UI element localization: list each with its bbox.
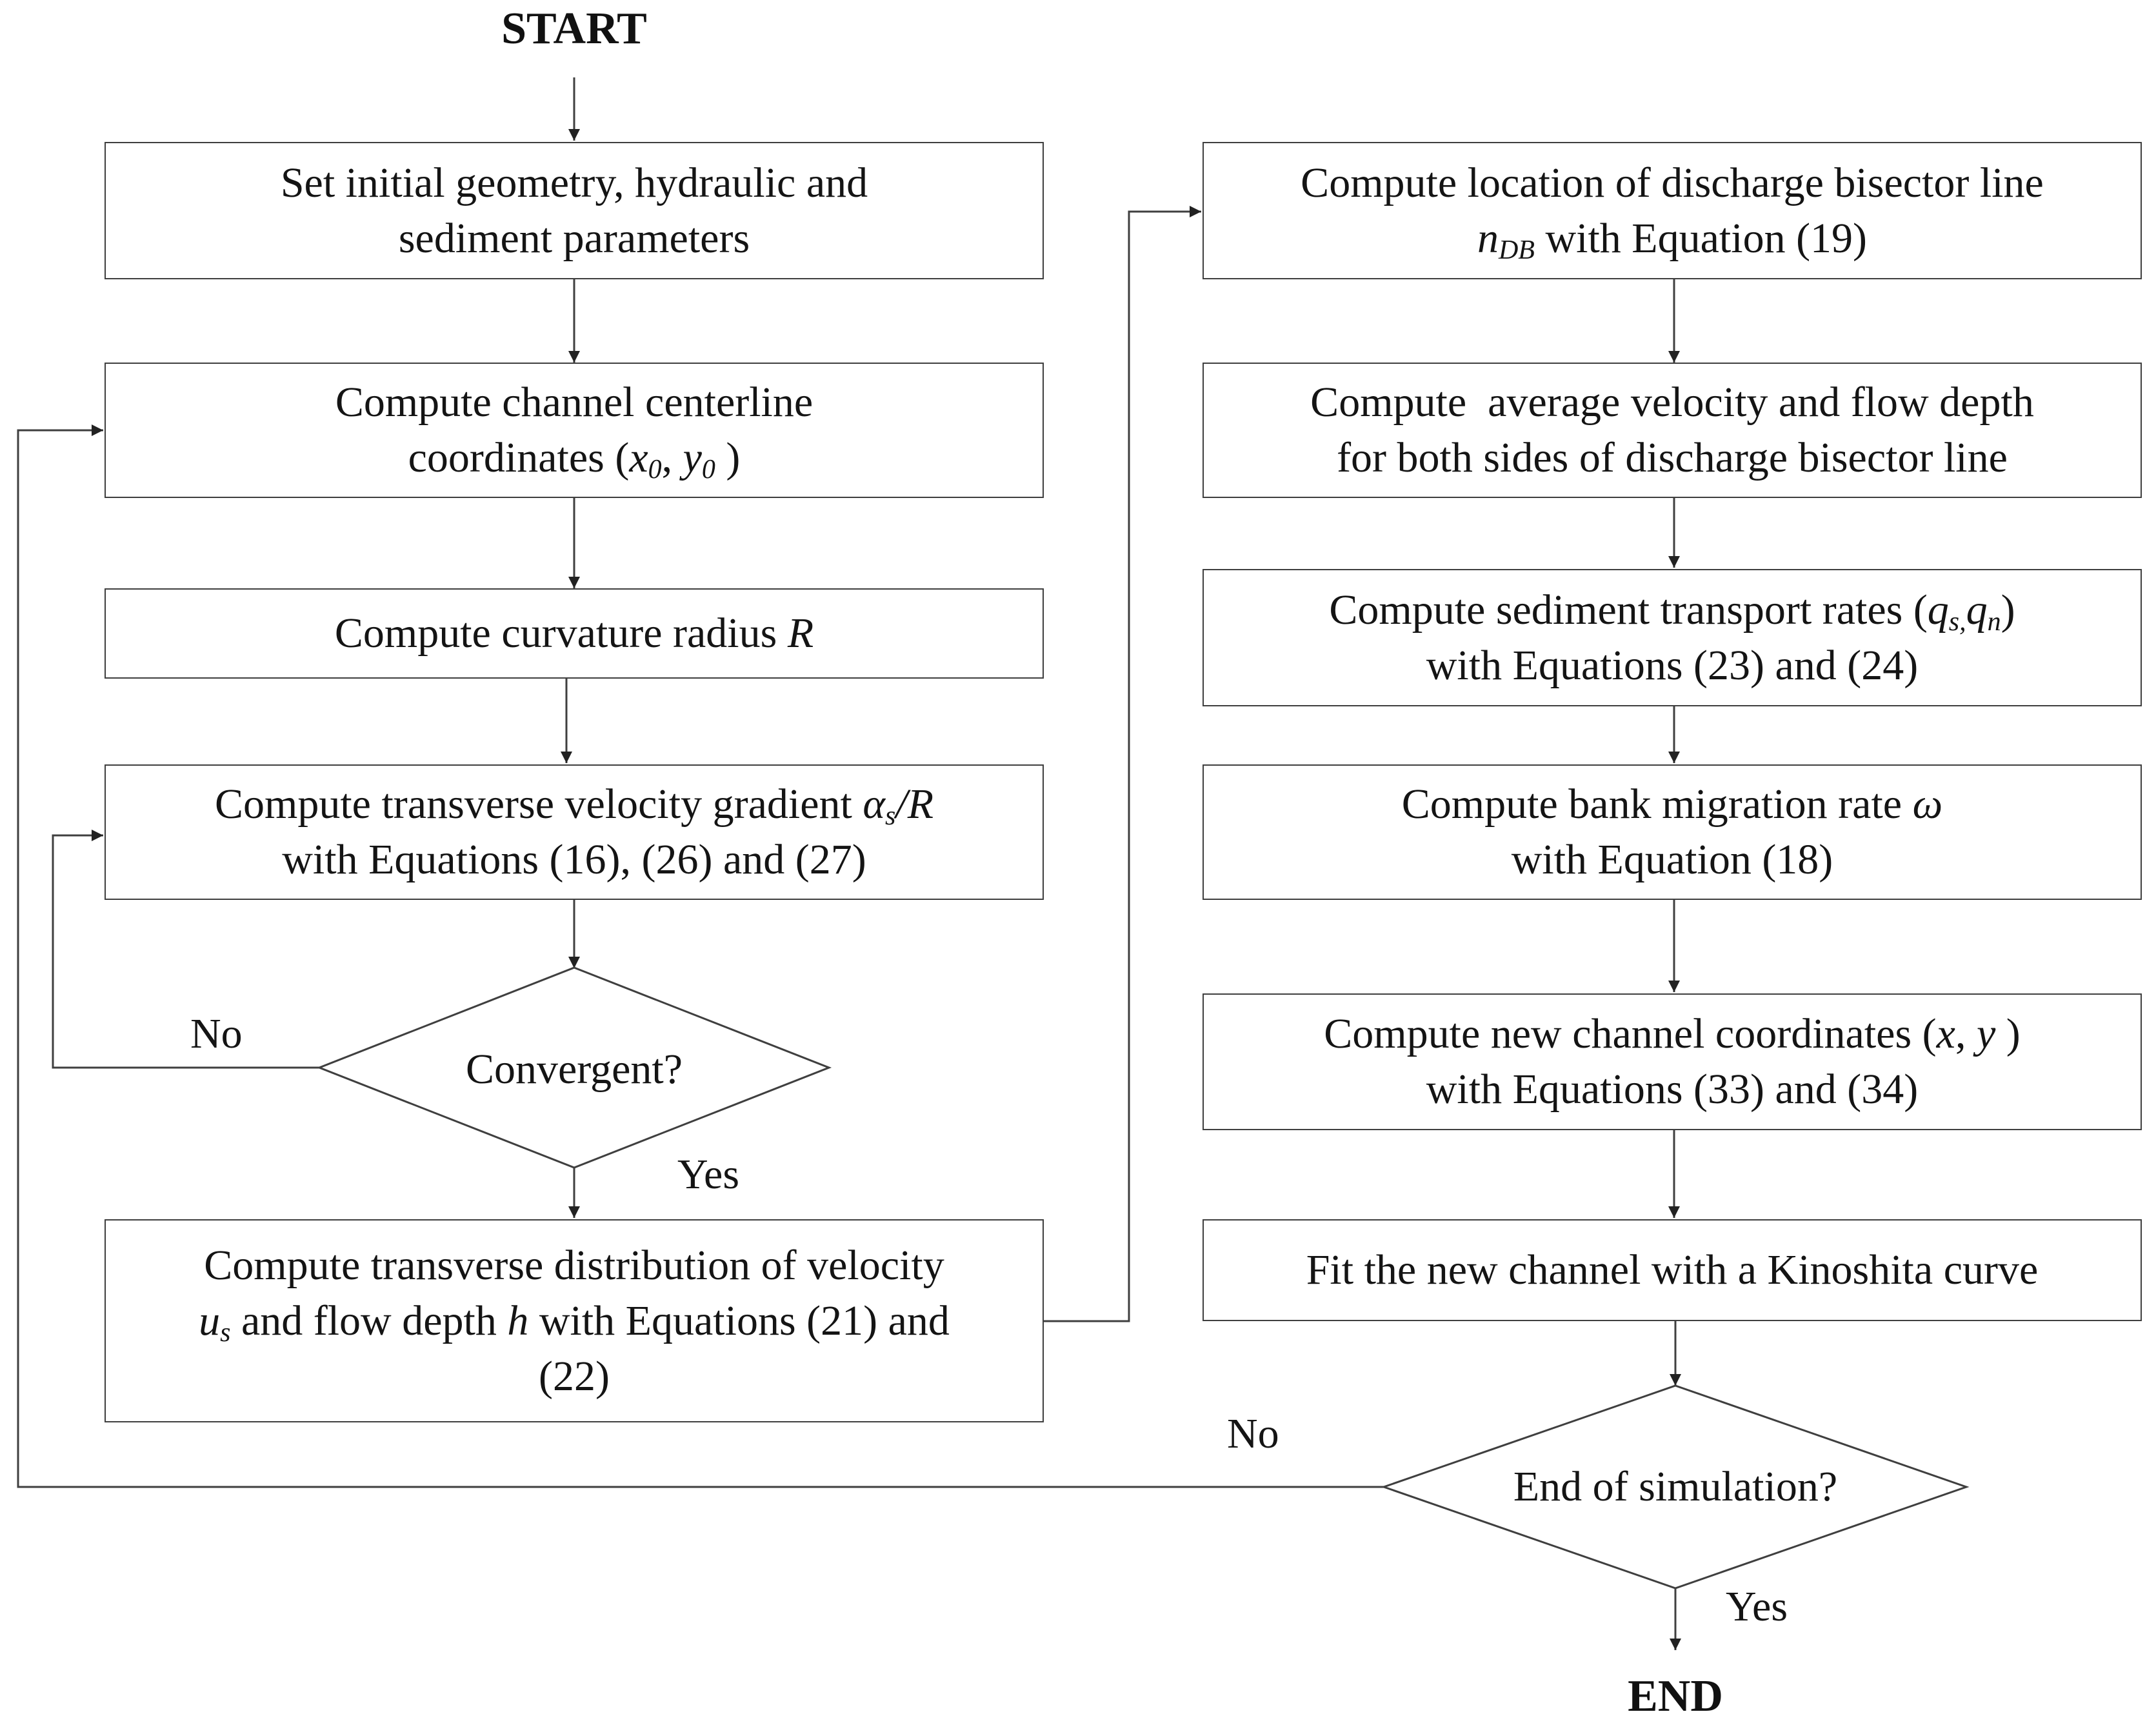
distribution-line3: (22) [539, 1352, 610, 1400]
centerline-prefix: coordinates ( [408, 434, 630, 481]
qn-variable: q [1966, 586, 1988, 633]
new-coords-line1: Compute new channel coordinates (x, y ) [1324, 1006, 2020, 1062]
omega-variable: ω [1912, 781, 1943, 828]
x0-variable: x [629, 434, 648, 481]
kinoshita-text: Fit the new channel with a Kinoshita cur… [1306, 1246, 2039, 1293]
sediment-line2: with Equations (23) and (24) [1426, 641, 1919, 689]
new-coordinates-box: Compute new channel coordinates (x, y ) … [1203, 993, 2142, 1130]
us-subscript: s [220, 1317, 231, 1348]
bank-migration-prefix: Compute bank migration rate [1401, 781, 1913, 828]
bisector-line1: Compute location of discharge bisector l… [1301, 159, 2044, 206]
centerline-suffix: ) [715, 434, 741, 481]
new-coords-prefix: Compute new channel coordinates ( [1324, 1010, 1937, 1057]
avg-velocity-line1: Compute average velocity and flow depth [1310, 379, 2034, 426]
bank-migration-line2: with Equation (18) [1511, 836, 1833, 883]
end-check-no-label: No [1227, 1410, 1279, 1457]
velocity-gradient-line1: Compute transverse velocity gradient αs/… [215, 777, 933, 832]
arrow-distribution-to-bisector [1044, 206, 1201, 1322]
curvature-radius-variable: R [787, 610, 814, 657]
y0-subscript: 0 [701, 455, 715, 484]
alpha-subscript: s [885, 801, 896, 831]
bank-migration-box: Compute bank migration rate ω with Equat… [1203, 764, 2142, 900]
bank-migration-line1: Compute bank migration rate ω [1402, 777, 1942, 832]
ndb-subscript: DB [1498, 235, 1535, 265]
end-terminal: END [1628, 1671, 1723, 1721]
set-initial-parameters-box: Set initial geometry, hydraulic and sedi… [105, 142, 1044, 279]
velocity-gradient-line2: with Equations (16), (26) and (27) [282, 836, 866, 883]
y-variable: y [1976, 1010, 1996, 1057]
bisector-suffix: with Equation (19) [1534, 214, 1868, 262]
x-variable: x [1936, 1010, 1955, 1057]
h-variable: h [507, 1297, 529, 1344]
new-coords-separator: , [1955, 1010, 1977, 1057]
over-radius: /R [895, 781, 934, 828]
curvature-text: Compute curvature radius [334, 610, 788, 657]
centerline-coordinates-box: Compute channel centerline coordinates (… [105, 363, 1044, 498]
qs-subscript: s, [1948, 606, 1966, 637]
start-terminal: START [501, 4, 647, 54]
distribution-suffix: with Equations (21) and [528, 1297, 950, 1344]
velocity-gradient-box: Compute transverse velocity gradient αs/… [105, 764, 1044, 900]
end-simulation-decision-diamond [1381, 1384, 1970, 1590]
convergent-decision-label: Convergent? [465, 1046, 683, 1093]
velocity-gradient-prefix: Compute transverse velocity gradient [214, 781, 863, 828]
average-velocity-box: Compute average velocity and flow depth … [1203, 363, 2142, 498]
convergent-no-label: No [190, 1010, 243, 1057]
convergent-decision-diamond [316, 966, 832, 1169]
arrow-end-check-no-loop [17, 424, 1384, 1488]
end-simulation-decision-label: End of simulation? [1513, 1463, 1838, 1510]
qs-variable: q [1927, 586, 1949, 633]
set-initial-line1: Set initial geometry, hydraulic and [280, 159, 868, 206]
centerline-line1: Compute channel centerline [335, 379, 813, 426]
centerline-separator: , [661, 434, 683, 481]
centerline-line2: coordinates (x0, y0 ) [408, 430, 741, 486]
end-check-yes-label: Yes [1726, 1583, 1788, 1630]
set-initial-line2: sediment parameters [398, 214, 750, 262]
discharge-bisector-box: Compute location of discharge bisector l… [1203, 142, 2142, 279]
alpha-variable: α [863, 781, 885, 828]
arrow-convergent-no-loop [52, 830, 319, 1069]
bisector-line2: nDB with Equation (19) [1477, 211, 1867, 266]
x0-subscript: 0 [648, 455, 662, 484]
y0-variable: y [683, 434, 702, 481]
curvature-line: Compute curvature radius R [335, 606, 813, 661]
distribution-mid: and flow depth [230, 1297, 508, 1344]
curvature-radius-box: Compute curvature radius R [105, 588, 1044, 679]
distribution-line1: Compute transverse distribution of veloc… [204, 1241, 944, 1289]
sediment-line1: Compute sediment transport rates (qs,qn) [1329, 583, 2015, 638]
convergent-yes-label: Yes [677, 1151, 740, 1198]
sediment-suffix: ) [2001, 586, 2015, 633]
kinoshita-fit-box: Fit the new channel with a Kinoshita cur… [1203, 1219, 2142, 1321]
avg-velocity-line2: for both sides of discharge bisector lin… [1337, 434, 2008, 481]
distribution-line2: us and flow depth h with Equations (21) … [199, 1293, 950, 1349]
new-coords-line2: with Equations (33) and (34) [1426, 1066, 1919, 1113]
us-variable: u [199, 1297, 221, 1344]
sediment-prefix: Compute sediment transport rates ( [1329, 586, 1928, 633]
ndb-variable: n [1477, 214, 1499, 262]
qn-subscript: n [1987, 606, 2001, 637]
transverse-distribution-box: Compute transverse distribution of veloc… [105, 1219, 1044, 1422]
sediment-transport-box: Compute sediment transport rates (qs,qn)… [1203, 569, 2142, 706]
new-coords-suffix: ) [1995, 1010, 2021, 1057]
